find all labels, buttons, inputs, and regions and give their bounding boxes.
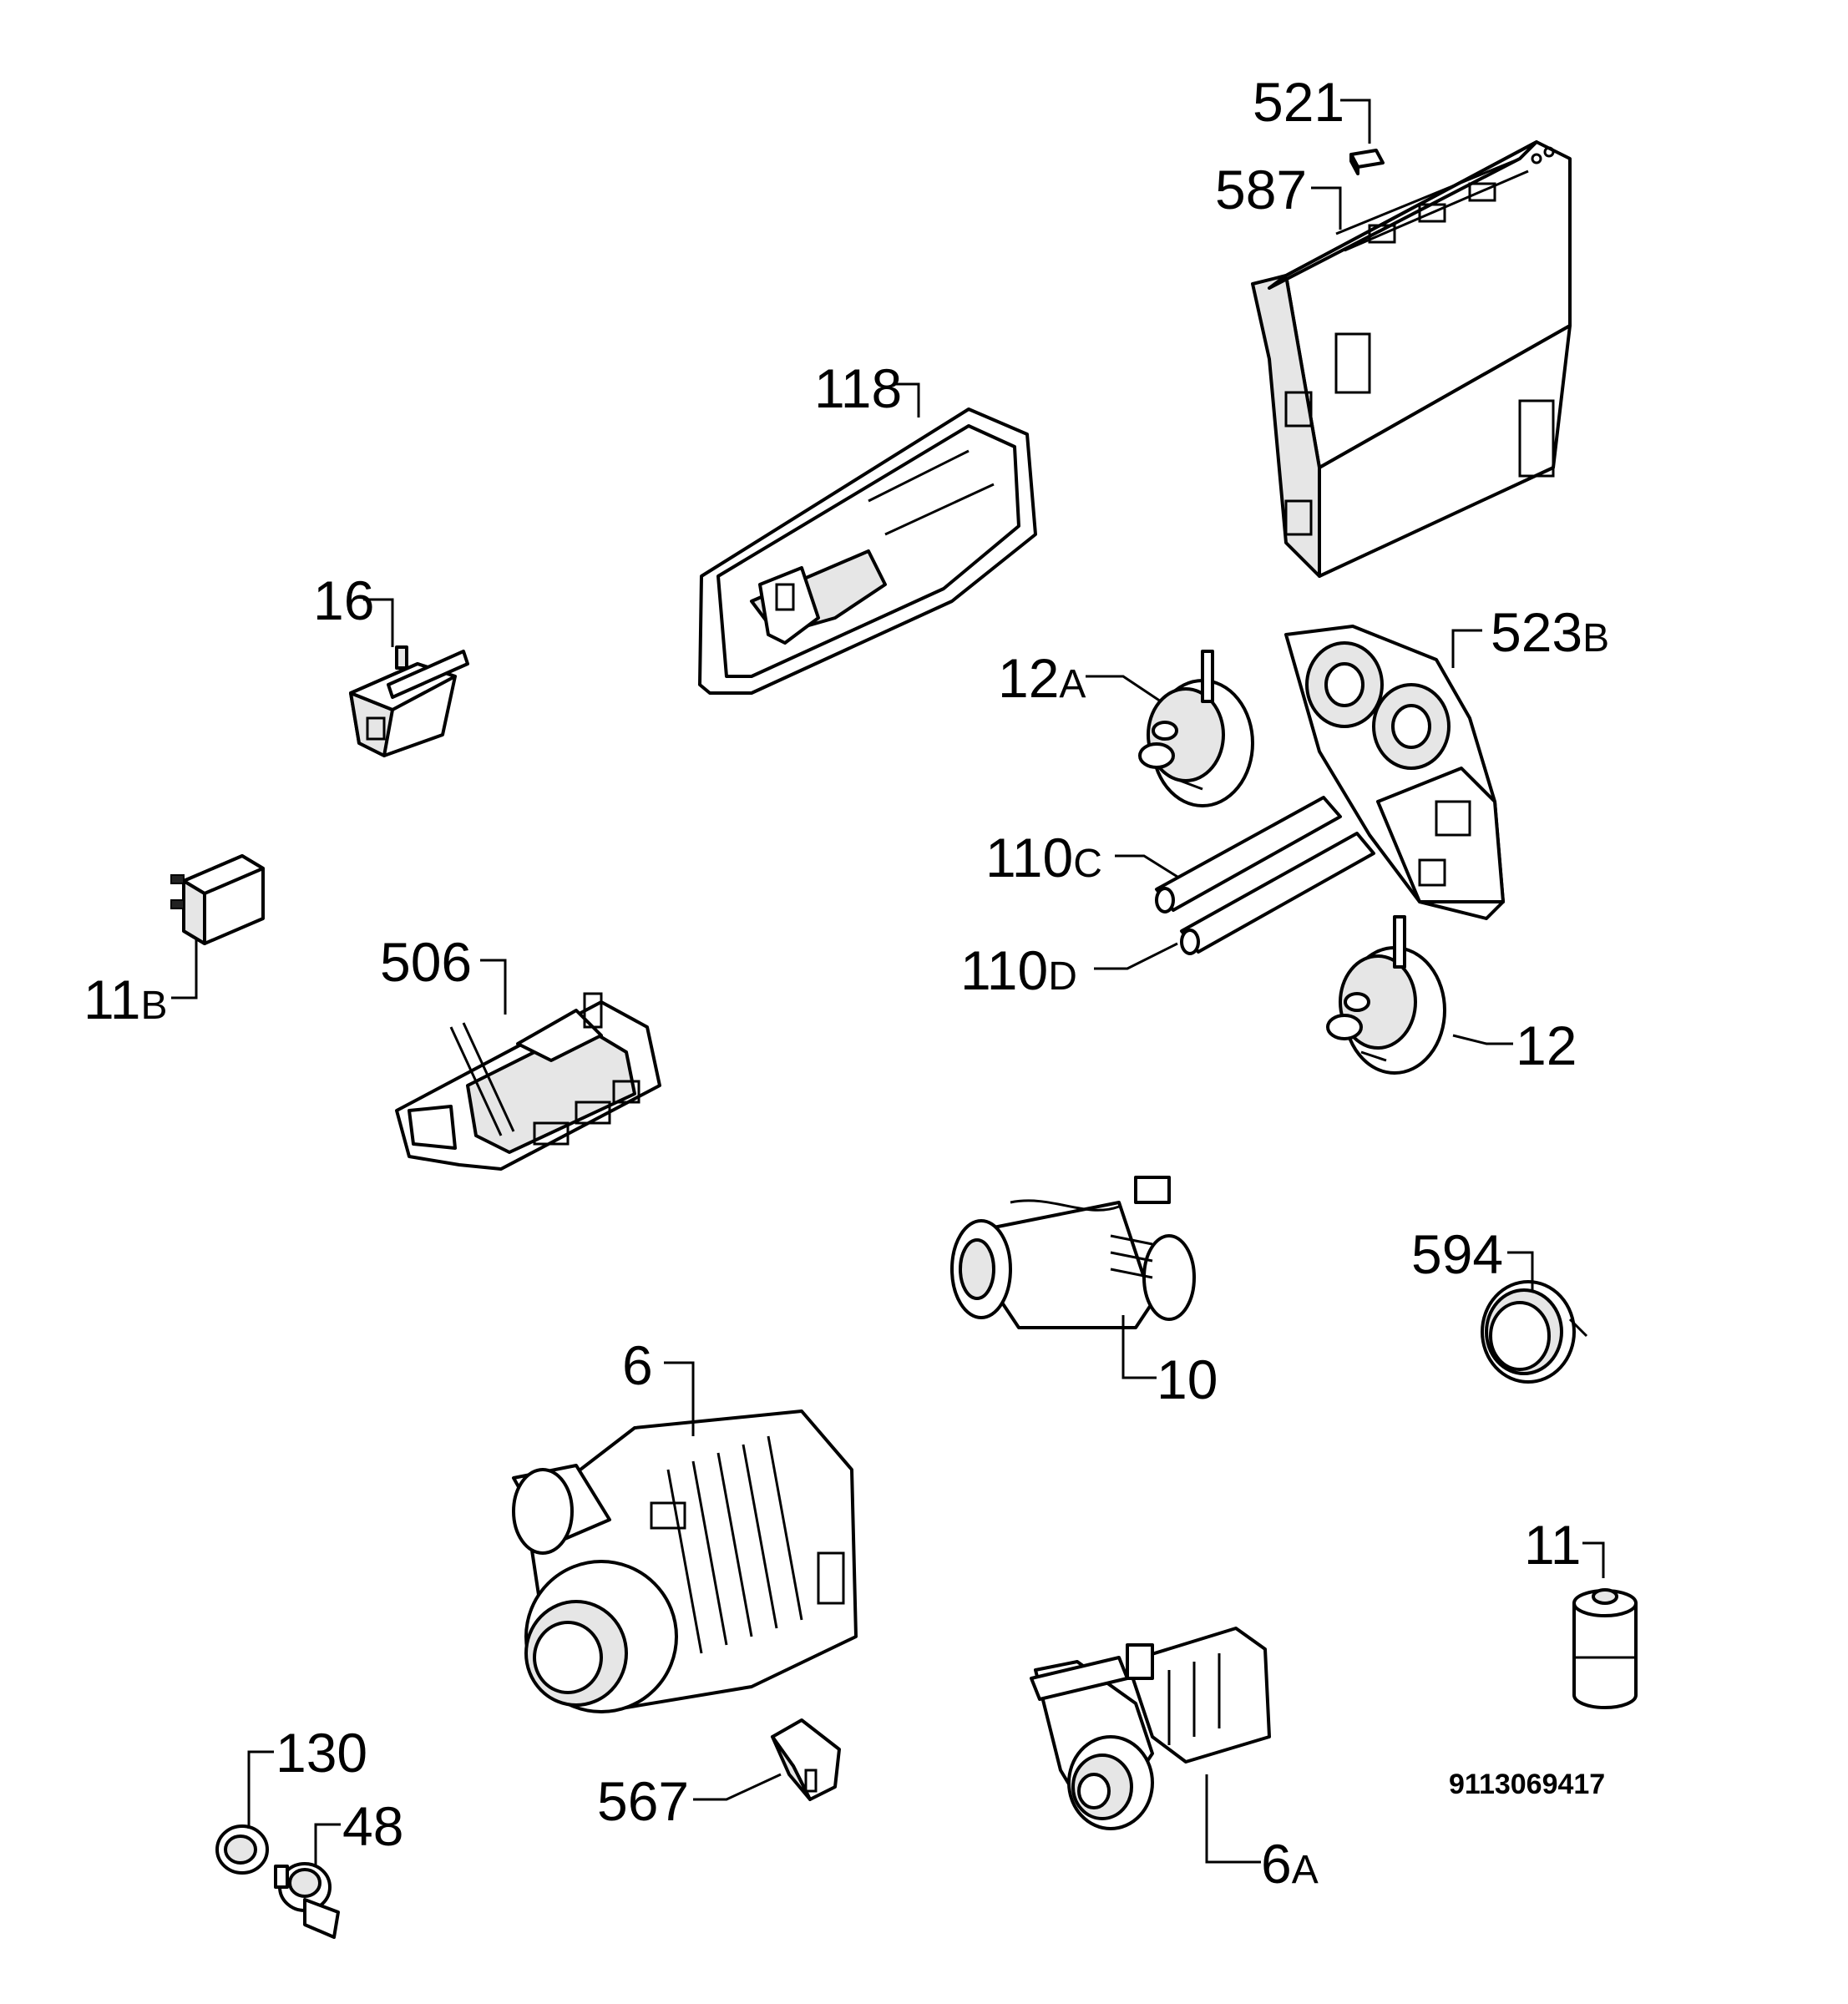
leader-48 xyxy=(314,1823,341,1866)
leader-587 xyxy=(1311,186,1342,230)
label-12a: 12A xyxy=(998,647,1086,709)
part-6a xyxy=(1030,1627,1271,1830)
part-11b xyxy=(170,854,265,945)
part-12a xyxy=(1138,650,1254,807)
label-521: 521 xyxy=(1253,71,1344,133)
leader-12 xyxy=(1452,1034,1513,1045)
part-110d xyxy=(1180,832,1375,955)
leader-6 xyxy=(664,1361,695,1436)
label-118: 118 xyxy=(814,357,902,419)
label-130: 130 xyxy=(276,1722,367,1784)
leader-11b xyxy=(171,939,198,999)
label-11b: 11B xyxy=(84,969,168,1030)
part-110c xyxy=(1155,796,1342,913)
leader-594 xyxy=(1507,1251,1534,1290)
part-10 xyxy=(950,1176,1196,1329)
label-12: 12 xyxy=(1516,1015,1577,1076)
label-11: 11 xyxy=(1524,1514,1582,1576)
part-587 xyxy=(1251,140,1572,578)
leader-12a xyxy=(1086,675,1162,703)
leader-130 xyxy=(247,1750,274,1829)
part-523b xyxy=(1284,625,1505,920)
part-521 xyxy=(1349,149,1385,175)
leader-6a xyxy=(1205,1774,1261,1864)
label-594: 594 xyxy=(1411,1223,1503,1285)
leader-11 xyxy=(1582,1541,1605,1578)
label-567: 567 xyxy=(597,1770,689,1832)
label-110c: 110C xyxy=(985,827,1102,888)
part-567 xyxy=(771,1718,841,1801)
label-48: 48 xyxy=(342,1795,403,1857)
label-6a: 6A xyxy=(1261,1833,1319,1895)
leader-567 xyxy=(693,1773,782,1801)
leader-523b xyxy=(1451,629,1482,668)
label-506: 506 xyxy=(380,931,472,993)
leader-16 xyxy=(363,598,394,647)
leader-110c xyxy=(1115,854,1178,878)
part-12 xyxy=(1326,915,1446,1075)
label-16: 16 xyxy=(313,569,374,631)
part-118 xyxy=(698,407,1037,695)
leader-110d xyxy=(1094,942,1178,970)
label-10: 10 xyxy=(1157,1349,1218,1410)
label-523b: 523B xyxy=(1491,601,1609,663)
label-6: 6 xyxy=(622,1334,653,1396)
label-587: 587 xyxy=(1215,159,1307,220)
diagram-code: 9113069417 xyxy=(1449,1769,1605,1800)
part-11 xyxy=(1572,1588,1638,1709)
label-110d: 110D xyxy=(960,939,1077,1001)
leader-118 xyxy=(894,382,920,418)
part-6 xyxy=(512,1409,858,1713)
leader-521 xyxy=(1340,99,1371,144)
leader-10 xyxy=(1121,1315,1157,1379)
part-48 xyxy=(274,1862,340,1939)
part-506 xyxy=(395,992,661,1171)
part-16 xyxy=(349,645,469,757)
leader-506 xyxy=(480,959,507,1015)
part-130 xyxy=(215,1824,269,1875)
part-594 xyxy=(1481,1280,1588,1384)
